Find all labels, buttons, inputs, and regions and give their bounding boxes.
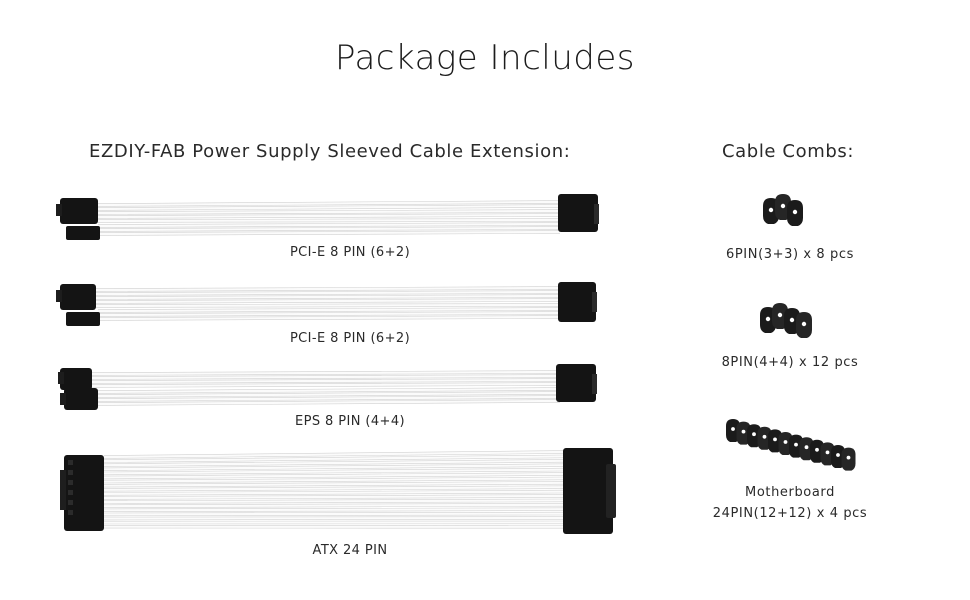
comb-label-6pin: 6PIN(3+3) x 8 pcs <box>726 247 854 262</box>
comb-24pin-image <box>726 419 856 471</box>
comb-label-8pin: 8PIN(4+4) x 12 pcs <box>721 355 859 370</box>
combs-heading: Cable Combs: <box>722 141 855 162</box>
pcie-cable-1-image <box>56 194 599 240</box>
cable-label-eps: EPS 8 PIN (4+4) <box>295 414 405 429</box>
eps-cable-image <box>58 364 597 410</box>
cable-label-atx: ATX 24 PIN <box>312 543 388 558</box>
pcie-cable-2-image <box>56 282 597 326</box>
comb-label-24pin: Motherboard 24PIN(12+12) x 4 pcs <box>680 482 900 524</box>
atx-cable-image <box>60 448 616 534</box>
cable-label-pcie-1: PCI-E 8 PIN (6+2) <box>289 245 411 260</box>
comb-label-24pin-line1: Motherboard <box>745 485 835 500</box>
cables-heading: EZDIY-FAB Power Supply Sleeved Cable Ext… <box>89 141 571 162</box>
cable-label-pcie-2: PCI-E 8 PIN (6+2) <box>289 331 411 346</box>
page-title: Package Includes <box>334 38 636 78</box>
comb-label-24pin-line2: 24PIN(12+12) x 4 pcs <box>712 506 868 521</box>
comb-8pin-image <box>760 303 812 338</box>
comb-6pin-image <box>763 194 803 226</box>
